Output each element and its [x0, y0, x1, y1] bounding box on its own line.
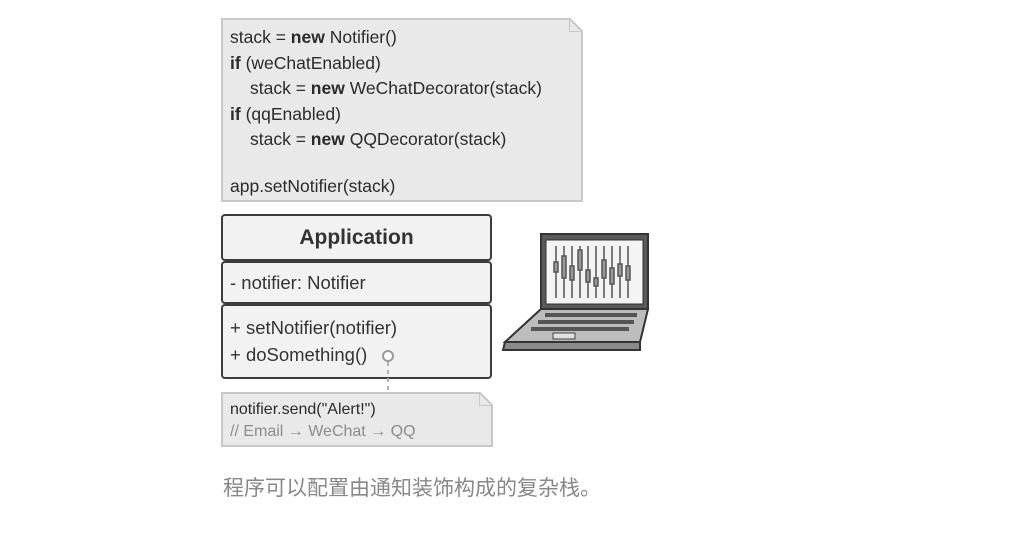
- code-note: stack = new Notifier() if (weChatEnabled…: [221, 18, 583, 202]
- code-line-5: stack = new QQDecorator(stack): [250, 129, 507, 149]
- uml-method-do-something: + doSomething(): [230, 344, 368, 365]
- code-line-6: app.setNotifier(stack): [230, 176, 396, 196]
- folded-corner-icon: [479, 392, 493, 406]
- call-code: notifier.send("Alert!"): [230, 401, 376, 418]
- figure-caption: 程序可以配置由通知装饰构成的复杂栈。: [223, 476, 601, 500]
- uml-field: - notifier: Notifier: [221, 261, 492, 304]
- uml-methods: + setNotifier(notifier) + doSomething(): [221, 304, 492, 379]
- uml-method-set-notifier: + setNotifier(notifier): [230, 317, 398, 338]
- uml-class-application: Application - notifier: Notifier + setNo…: [221, 214, 492, 379]
- uml-class-name: Application: [221, 214, 492, 261]
- connector-circle-icon: [382, 350, 394, 362]
- folded-corner-icon: [569, 18, 583, 32]
- code-line-3: stack = new WeChatDecorator(stack): [250, 78, 542, 98]
- code-line-4: if (qqEnabled): [230, 103, 341, 124]
- call-note: notifier.send("Alert!") // Email → WeCha…: [221, 392, 493, 447]
- code-line-2: if (weChatEnabled): [230, 52, 381, 73]
- code-line-1: stack = new Notifier(): [230, 27, 397, 47]
- call-comment: // Email → WeChat → QQ: [230, 423, 416, 440]
